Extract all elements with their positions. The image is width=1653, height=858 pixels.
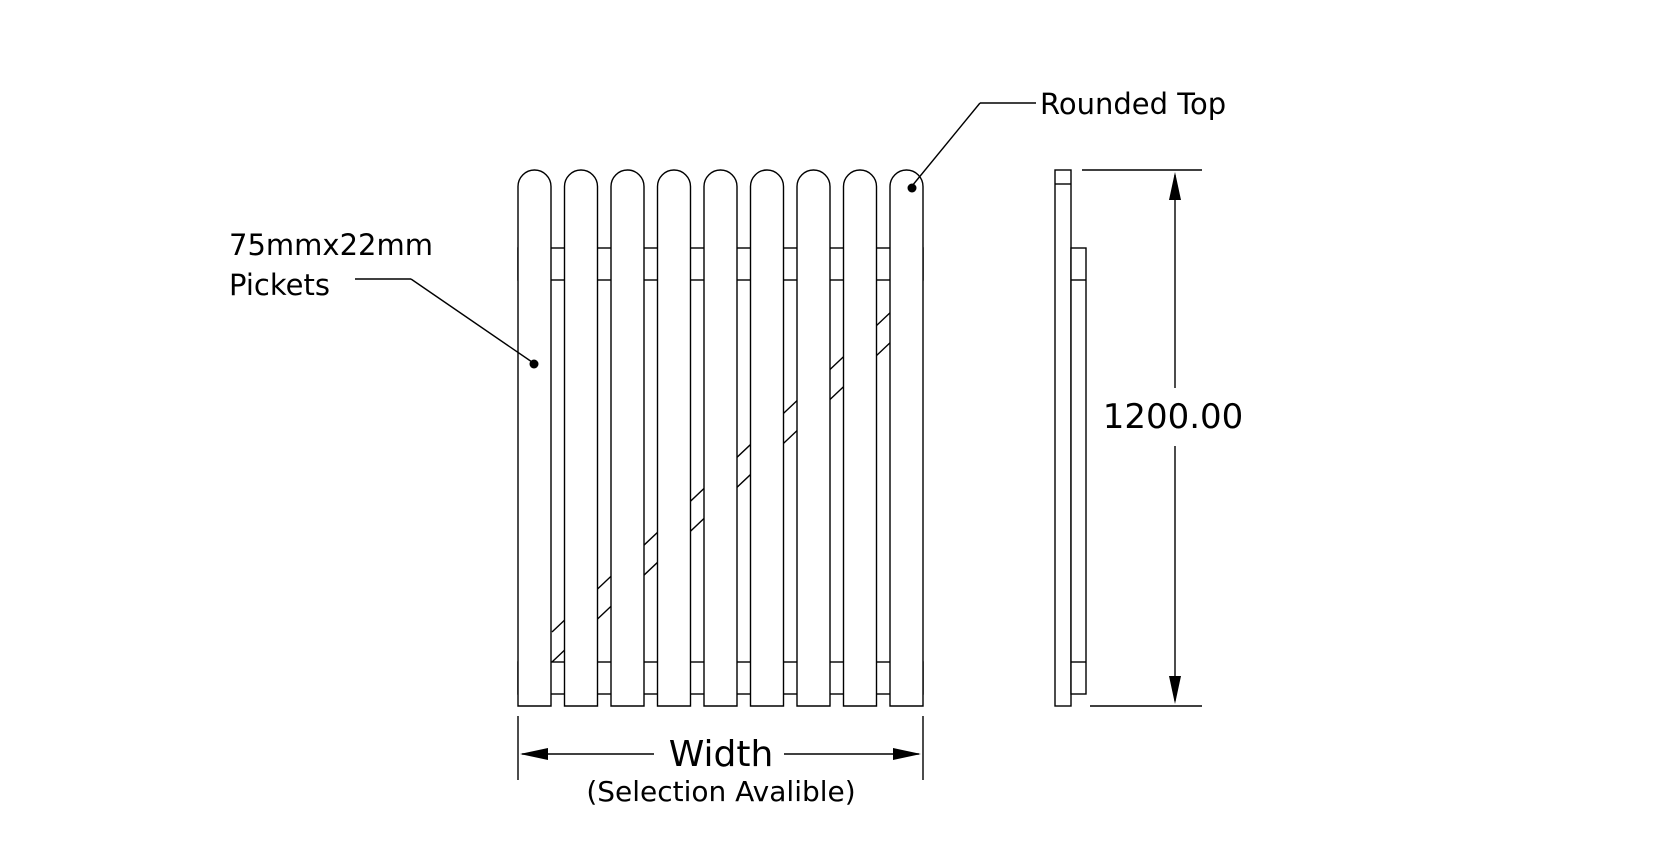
height-value: 1200.00 <box>1103 397 1244 437</box>
height-arrow-top <box>1169 172 1181 200</box>
picket <box>610 169 645 707</box>
picket <box>656 169 692 707</box>
side-view-picket <box>1054 169 1072 707</box>
width-arrow-right <box>893 748 921 760</box>
height-dimension: 1200.00 <box>1082 169 1244 707</box>
picket <box>889 169 924 707</box>
pickets-label: Pickets <box>229 268 330 302</box>
picket <box>563 169 599 707</box>
pickets-leader-dot <box>529 359 539 369</box>
picket <box>842 169 878 707</box>
rounded-top-label: Rounded Top <box>1040 87 1226 121</box>
pickets-leader-diagonal <box>410 278 533 363</box>
picket <box>703 169 738 707</box>
rounded-top-callout: Rounded Top <box>907 87 1226 193</box>
pickets-size-label: 75mmx22mm <box>229 228 433 262</box>
rounded-top-leader-diagonal <box>911 102 981 187</box>
height-arrow-bottom <box>1169 676 1181 704</box>
pickets-group <box>517 169 924 707</box>
width-arrow-left <box>520 748 548 760</box>
pickets-callout: 75mmx22mm Pickets <box>229 228 539 369</box>
side-view-rail-top-bottom <box>1070 247 1087 695</box>
width-note: (Selection Avalible) <box>586 775 855 808</box>
picket <box>749 169 785 707</box>
picket <box>517 169 552 707</box>
rounded-top-leader-dot <box>907 183 917 193</box>
width-dimension: Width (Selection Avalible) <box>517 716 924 808</box>
width-label: Width <box>669 734 774 775</box>
picket <box>796 169 831 707</box>
side-view <box>1054 169 1087 707</box>
